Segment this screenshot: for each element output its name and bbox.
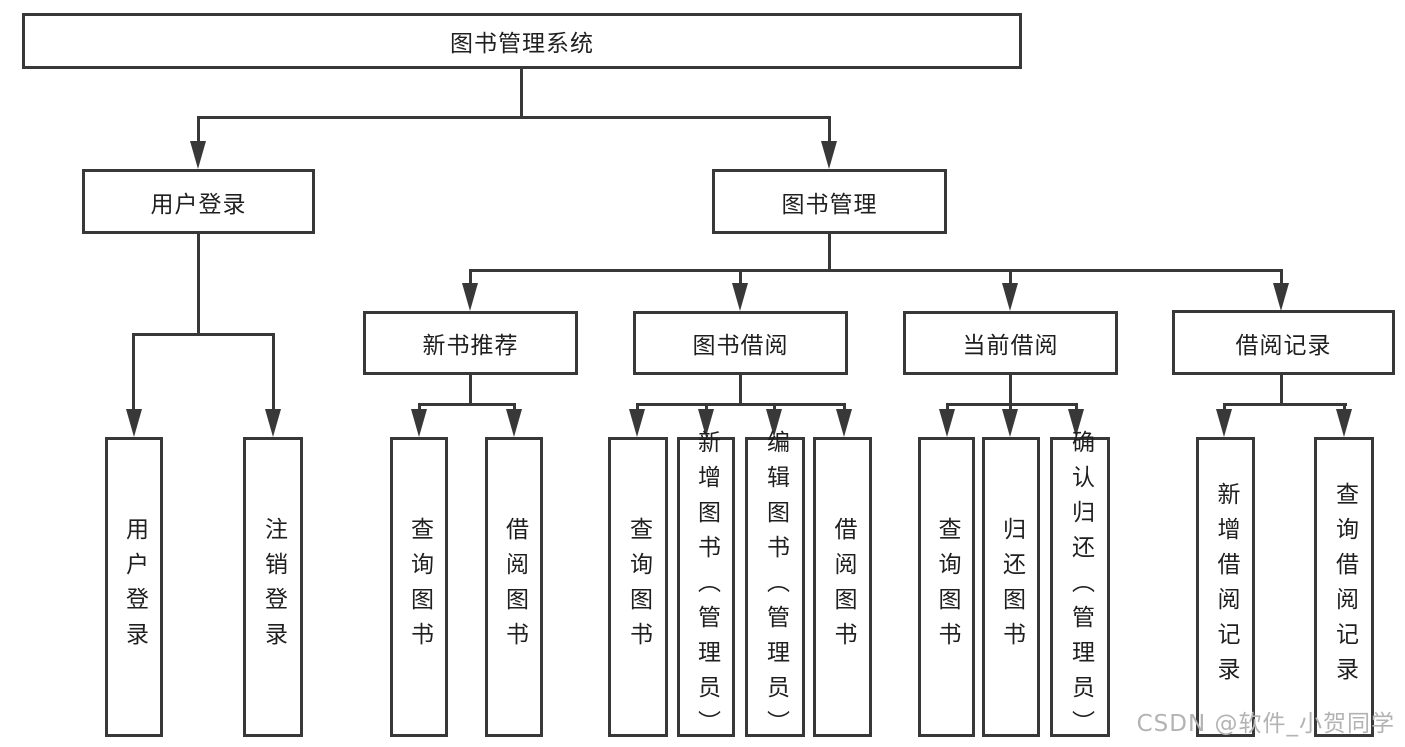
arrow-down-icon <box>698 409 714 437</box>
leaf-query-books-recommend-label: 查询图书 <box>406 517 433 657</box>
leaf-query-books-borrow: 查询图书 <box>608 437 668 737</box>
leaf-confirm-return-admin-label: 确认归还（管理员） <box>1067 429 1094 745</box>
arrow-down-icon <box>1068 409 1084 437</box>
arrow-down-icon <box>506 409 522 437</box>
connector-line <box>132 333 135 411</box>
leaf-user-login: 用户登录 <box>105 437 163 737</box>
connector-line <box>1223 403 1226 413</box>
connector-line <box>418 403 421 413</box>
connector-line <box>739 375 742 406</box>
leaf-return-book-label: 归还图书 <box>998 517 1025 657</box>
node-user-login-label: 用户登录 <box>150 191 247 218</box>
arrow-down-icon <box>766 409 782 437</box>
arrow-down-icon <box>629 409 645 437</box>
connector-line <box>469 269 472 285</box>
arrow-down-icon <box>126 409 142 437</box>
arrow-down-icon <box>462 283 478 311</box>
arrow-down-icon <box>1336 409 1352 437</box>
connector-line <box>705 403 708 413</box>
leaf-query-books-current-label: 查询图书 <box>934 517 960 657</box>
connector-line <box>469 269 1283 272</box>
connector-line <box>636 403 639 413</box>
connector-line <box>272 333 275 411</box>
arrow-down-icon <box>1273 283 1289 311</box>
connector-line <box>132 333 275 336</box>
leaf-return-book: 归还图书 <box>982 437 1040 737</box>
arrow-down-icon <box>1216 409 1232 437</box>
arrow-down-icon <box>836 409 852 437</box>
node-book-management-label: 图书管理 <box>781 191 878 218</box>
connector-line <box>1280 269 1283 285</box>
connector-line <box>739 269 742 285</box>
node-current-borrowing-label: 当前借阅 <box>962 333 1059 359</box>
node-borrowing-records-label: 借阅记录 <box>1235 332 1332 359</box>
connector-line <box>946 403 1078 406</box>
connector-line <box>197 116 831 119</box>
node-root: 图书管理系统 <box>22 13 1022 69</box>
leaf-query-books-current: 查询图书 <box>918 437 975 737</box>
node-root-label: 图书管理系统 <box>450 31 594 57</box>
node-book-borrowing: 图书借阅 <box>633 311 848 375</box>
arrow-down-icon <box>265 409 281 437</box>
arrow-down-icon <box>190 141 206 169</box>
node-book-borrowing-label: 图书借阅 <box>692 333 789 359</box>
connector-line <box>636 403 846 406</box>
leaf-add-borrow-record-label: 新增借阅记录 <box>1213 482 1239 692</box>
leaf-borrow-books-recommend: 借阅图书 <box>485 437 543 737</box>
connector-line <box>1280 375 1283 406</box>
node-new-book-recommend: 新书推荐 <box>363 311 578 375</box>
leaf-logout: 注销登录 <box>243 437 303 737</box>
connector-line <box>828 116 831 144</box>
leaf-borrow-books-label: 借阅图书 <box>830 517 856 657</box>
leaf-borrow-books-recommend-label: 借阅图书 <box>501 517 528 657</box>
leaf-confirm-return-admin: 确认归还（管理员） <box>1050 430 1110 745</box>
arrow-down-icon <box>411 409 427 437</box>
connector-line <box>197 116 200 144</box>
leaf-add-borrow-record: 新增借阅记录 <box>1196 437 1255 737</box>
leaf-query-books-recommend: 查询图书 <box>390 437 448 737</box>
arrow-down-icon <box>821 141 837 169</box>
leaf-query-borrow-record: 查询借阅记录 <box>1314 437 1374 737</box>
watermark: CSDN @软件_小贺同学 <box>1136 711 1395 737</box>
connector-line <box>418 403 516 406</box>
leaf-query-borrow-record-label: 查询借阅记录 <box>1331 482 1358 692</box>
connector-line <box>520 68 523 119</box>
connector-line <box>1223 403 1347 406</box>
node-current-borrowing: 当前借阅 <box>903 311 1118 375</box>
arrow-down-icon <box>1002 409 1018 437</box>
connector-line <box>828 234 831 271</box>
leaf-add-book-admin: 新增图书（管理员） <box>677 430 735 745</box>
connector-line <box>843 403 846 413</box>
leaf-edit-book-admin-label: 编辑图书（管理员） <box>762 429 789 745</box>
arrow-down-icon <box>732 283 748 311</box>
connector-line <box>469 375 472 406</box>
connector-line <box>773 403 776 413</box>
node-book-management: 图书管理 <box>712 169 947 234</box>
node-borrowing-records: 借阅记录 <box>1172 310 1395 375</box>
arrow-down-icon <box>1002 283 1018 311</box>
leaf-add-book-admin-label: 新增图书（管理员） <box>693 429 720 745</box>
leaf-query-books-borrow-label: 查询图书 <box>625 517 652 657</box>
leaf-edit-book-admin: 编辑图书（管理员） <box>745 430 805 745</box>
leaf-user-login-label: 用户登录 <box>121 517 148 657</box>
leaf-logout-label: 注销登录 <box>260 517 287 657</box>
arrow-down-icon <box>939 409 955 437</box>
node-user-login: 用户登录 <box>82 169 315 234</box>
connector-line <box>1009 403 1012 413</box>
connector-line <box>1343 403 1346 413</box>
connector-line <box>1009 269 1012 285</box>
connector-line <box>946 403 949 413</box>
connector-line <box>197 234 200 336</box>
leaf-borrow-books: 借阅图书 <box>813 437 872 737</box>
connector-line <box>513 403 516 413</box>
node-new-book-recommend-label: 新书推荐 <box>422 333 519 359</box>
connector-line <box>1009 375 1012 406</box>
connector-line <box>1075 403 1078 413</box>
